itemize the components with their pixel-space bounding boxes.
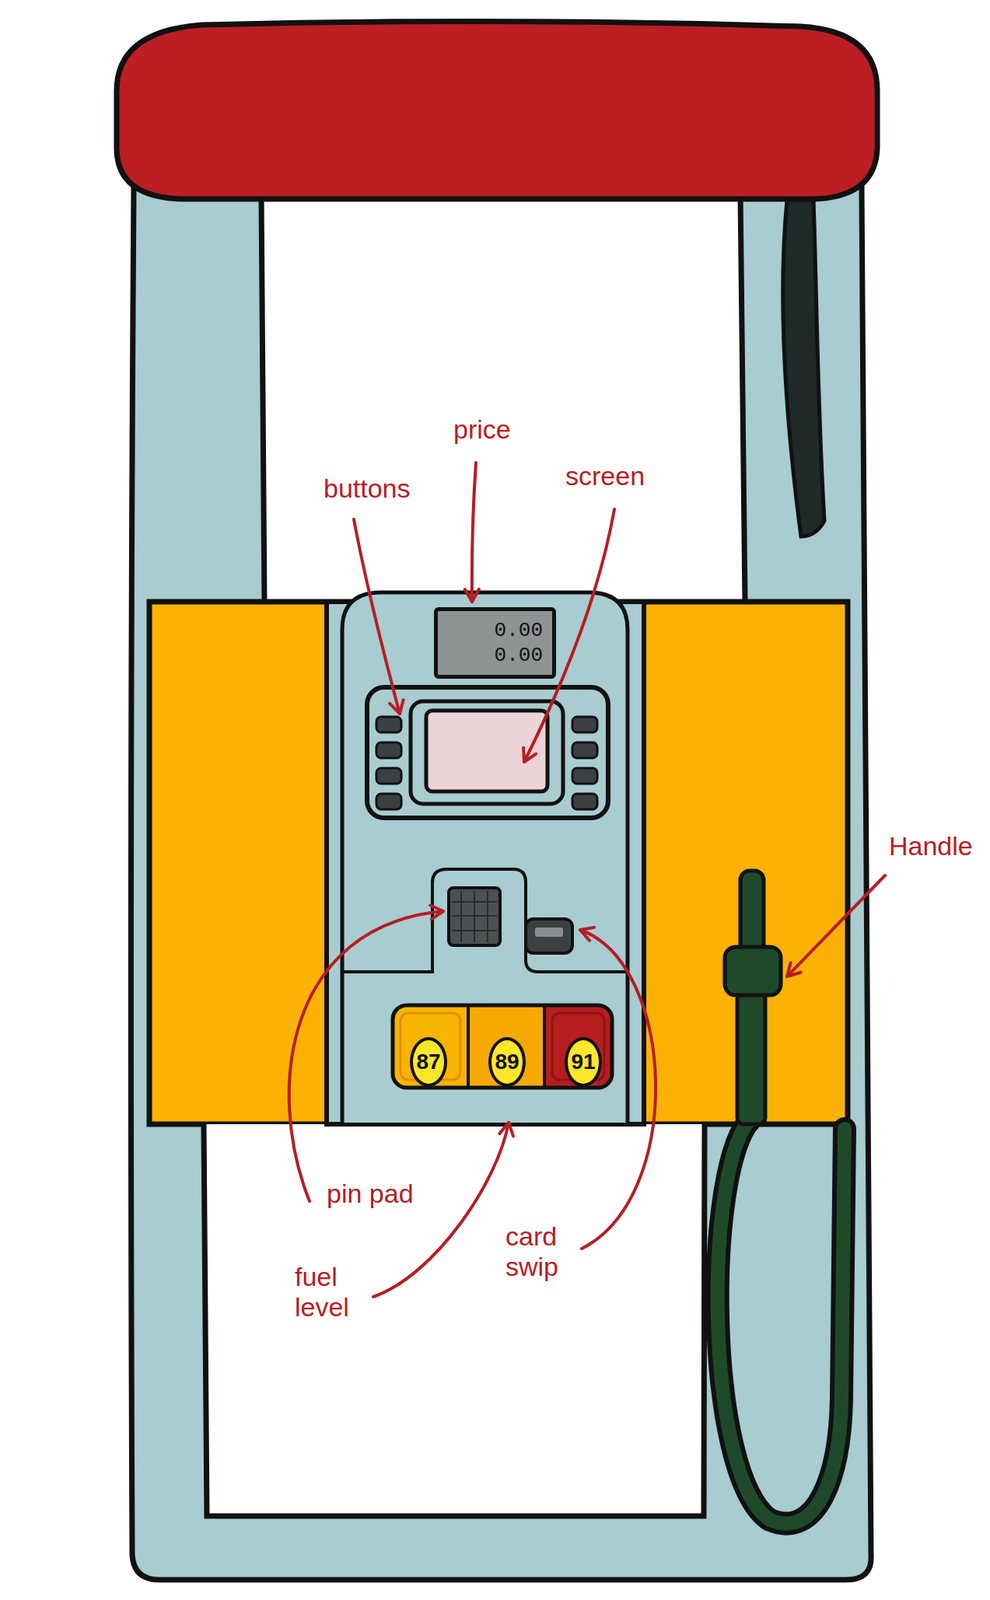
part-label: price: [453, 414, 511, 445]
part-label: pin pad: [326, 1178, 414, 1210]
price-display: 0.000.00: [433, 607, 557, 679]
part-label: fuel level: [294, 1262, 367, 1323]
part-label: screen: [565, 461, 645, 492]
hose-outline: [717, 1119, 845, 1525]
octane-number: 89: [494, 1049, 519, 1075]
fuel-buttons: [392, 1005, 613, 1088]
leader-lines: [289, 462, 886, 1298]
fuel-grade-button: 87: [409, 1037, 448, 1088]
pin-pad: [448, 888, 501, 946]
part-label: card swip: [505, 1221, 584, 1283]
upper-hose: [783, 178, 825, 537]
fuel-grade-button: 89: [488, 1037, 526, 1088]
part-label: buttons: [323, 473, 411, 504]
card-slot: [525, 919, 573, 954]
fuel-grade-button: 91: [564, 1037, 602, 1088]
lower-window: [203, 1124, 705, 1517]
panel-notch: [343, 869, 627, 973]
price-readout: 0.00: [447, 618, 543, 644]
hose: [717, 1119, 845, 1525]
panel: [342, 592, 628, 1123]
screen-bezel: [410, 701, 564, 805]
octane-number: 91: [570, 1049, 595, 1075]
upper-window: [261, 194, 746, 604]
pump-body: [130, 186, 872, 1581]
octane-number: 87: [416, 1049, 441, 1075]
nozzle: [724, 871, 781, 1125]
screen-frame: [367, 687, 609, 819]
price-readout: 0.00: [447, 643, 543, 669]
part-label: Handle: [888, 831, 973, 862]
side-buttons: [376, 717, 598, 810]
pump-cap: [116, 20, 878, 200]
